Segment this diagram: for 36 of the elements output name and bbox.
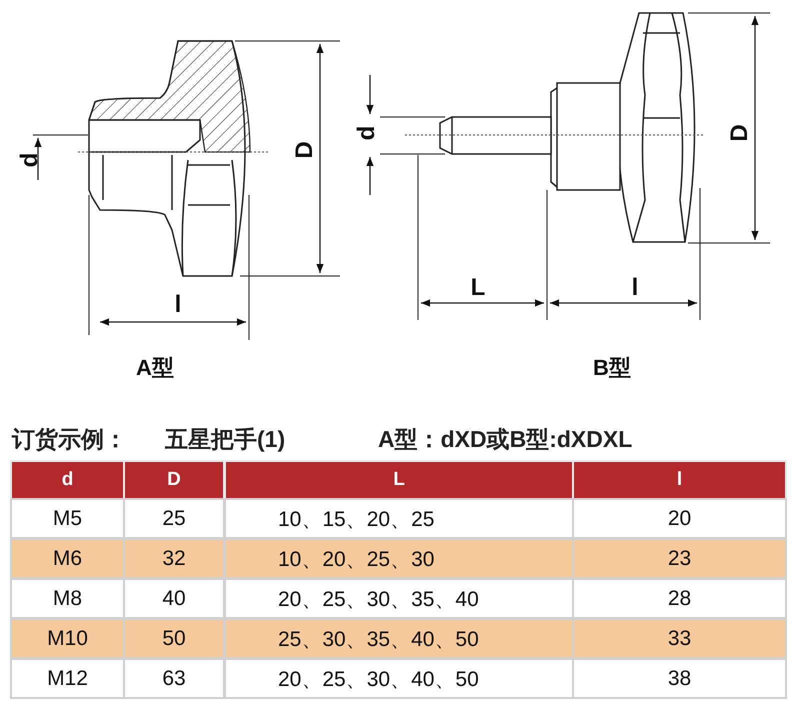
table-cell: M8 (10, 578, 125, 619)
table-cell: 25、30、35、40、50 (224, 618, 574, 659)
order-example-label: 订货示例： (12, 428, 127, 451)
table-cell: 28 (572, 578, 787, 619)
view-caption: A型 (136, 357, 174, 379)
table-cell: 50 (123, 618, 225, 659)
table-cell: 20、25、30、35、40 (224, 578, 574, 619)
dimension-label: D (293, 141, 317, 159)
header-cell: L (224, 460, 574, 500)
table-cell: 32 (123, 538, 225, 579)
dimension-label: d (18, 152, 42, 168)
table-cell: M5 (10, 498, 125, 539)
table-cell: 10、20、25、30 (224, 538, 574, 579)
table-cell: 63 (123, 658, 225, 699)
table-cell: 40 (123, 578, 225, 619)
header-cell: l (572, 460, 787, 500)
dimension-label: D (728, 124, 752, 142)
table-cell: M10 (10, 618, 125, 659)
dimension-label: l (174, 293, 182, 317)
product-name: 五星把手(1) (165, 428, 286, 451)
table-cell: 20、25、30、40、50 (224, 658, 574, 699)
view-caption: B型 (593, 357, 631, 379)
table-cell: 33 (572, 618, 787, 659)
table-cell: 20 (572, 498, 787, 539)
header-cell: d (10, 460, 125, 500)
table-cell: M12 (10, 658, 125, 699)
table-cell: 38 (572, 658, 787, 699)
dimension-label: l (632, 276, 638, 300)
table-cell: M6 (10, 538, 125, 579)
table-cell: 25 (123, 498, 225, 539)
dimension-label: L (470, 276, 486, 300)
table-cell: 23 (572, 538, 787, 579)
dimension-label: d (355, 126, 379, 140)
header-cell: D (123, 460, 225, 500)
order-code-text: A型：dXD或B型:dXDXL (378, 428, 632, 451)
table-cell: 10、15、20、25 (224, 498, 574, 539)
